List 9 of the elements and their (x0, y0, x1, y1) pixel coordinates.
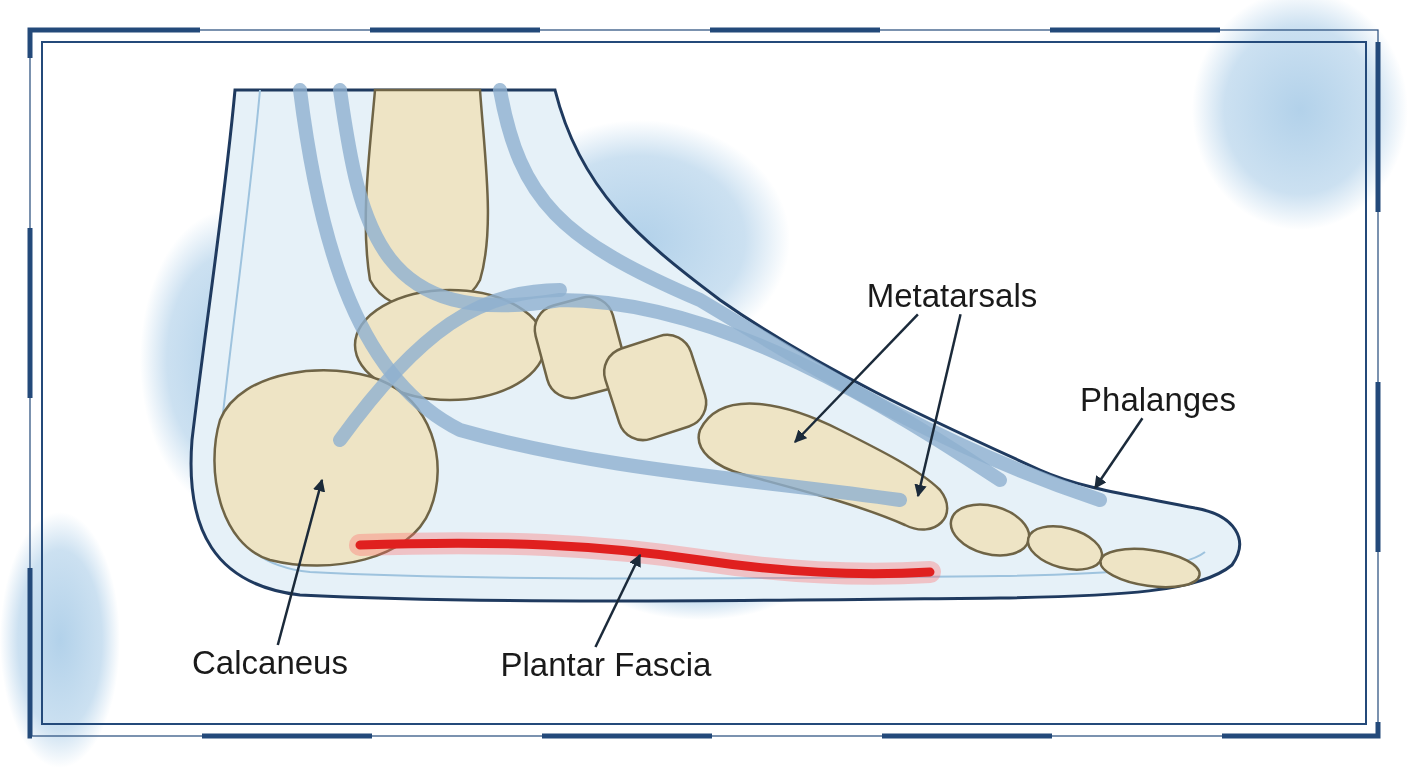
leader-line (914, 314, 962, 498)
leader-line (794, 313, 919, 443)
part-label: Plantar Fascia (500, 647, 712, 684)
leader-line (594, 553, 642, 648)
leader-line (1093, 417, 1144, 490)
part-label: Phalanges (1080, 382, 1236, 419)
part-label: Metatarsals (866, 278, 1038, 315)
part-label: Calcaneus (192, 645, 348, 682)
leader-line (276, 478, 326, 646)
